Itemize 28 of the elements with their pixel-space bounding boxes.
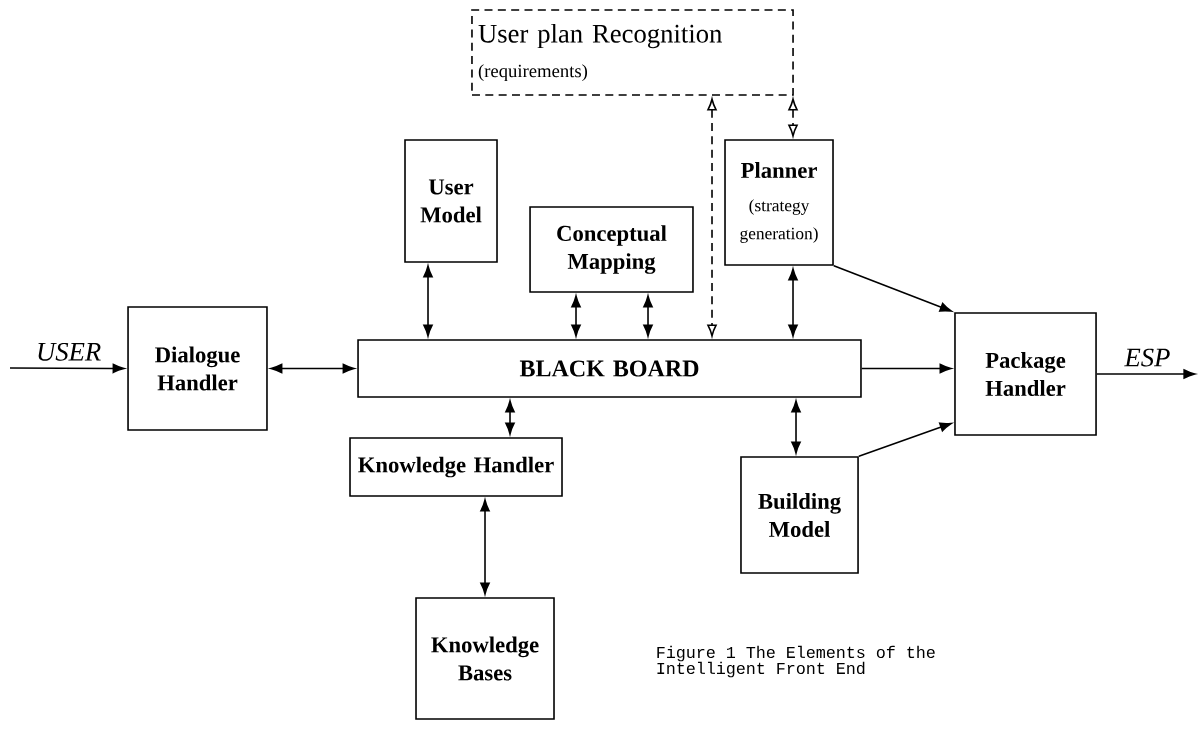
arrow — [423, 265, 433, 337]
edge-label: USER — [34, 341, 103, 363]
process-box: BLACK BOARD — [357, 339, 862, 398]
caption: Figure 1 The Elements of the Intelligent Front End — [657, 645, 935, 678]
edge-label: ESP — [1123, 347, 1172, 368]
arrow — [833, 265, 952, 312]
arrow — [788, 268, 798, 337]
arrow — [791, 400, 801, 454]
process-box: Knowledge Handler — [349, 437, 563, 497]
arrow — [571, 295, 581, 337]
arrow — [9, 363, 125, 374]
arrow — [707, 98, 717, 337]
process-box: Conceptual Mapping — [529, 206, 694, 293]
process-box: Planner (strategy generation) — [724, 139, 834, 266]
arrow — [1096, 369, 1196, 379]
arrow — [858, 422, 952, 457]
dashed-box: User plan Recognition (requirements) — [471, 9, 794, 96]
process-box: Package Handler — [954, 312, 1097, 436]
arrow — [643, 295, 653, 337]
arrow — [480, 499, 490, 595]
process-box: Knowledge Bases — [415, 597, 555, 720]
arrow — [861, 363, 952, 374]
process-box: Building Model — [740, 456, 859, 574]
process-box: User Model — [404, 139, 498, 263]
arrow — [505, 400, 515, 435]
process-box: Dialogue Handler — [127, 306, 268, 431]
arrow — [788, 98, 798, 137]
arrow — [270, 363, 355, 374]
